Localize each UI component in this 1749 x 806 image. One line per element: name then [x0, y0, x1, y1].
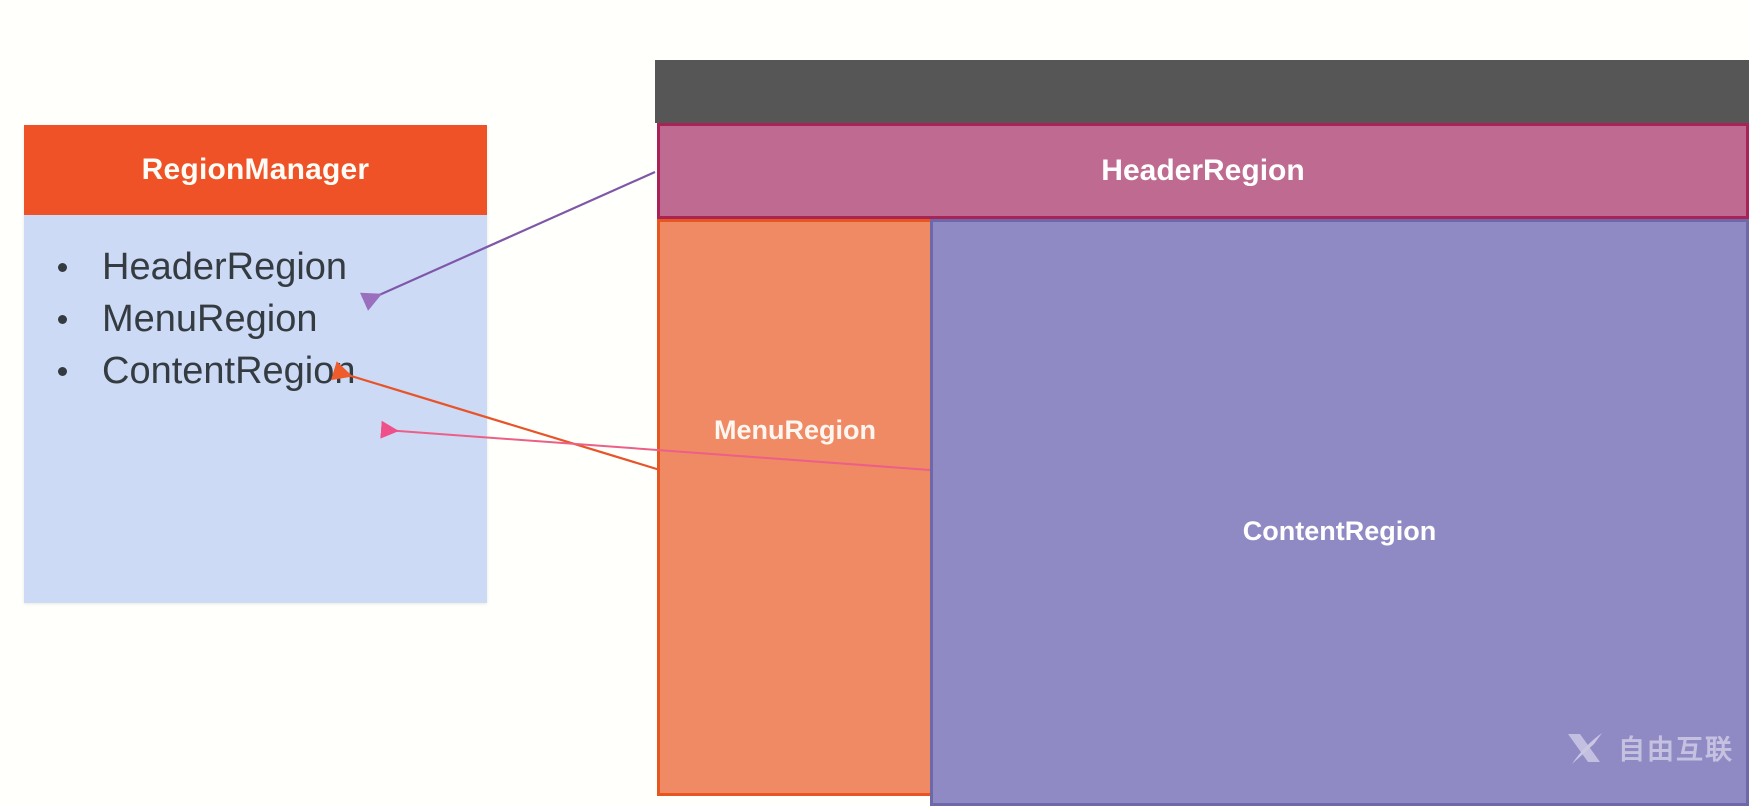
x-logo-icon — [1568, 732, 1602, 764]
region-manager-card: RegionManager HeaderRegion MenuRegion Co… — [24, 125, 487, 603]
list-item-label: MenuRegion — [102, 298, 318, 340]
list-item: HeaderRegion — [24, 241, 487, 293]
mockup-content-region: ContentRegion 自由互联 — [930, 219, 1749, 806]
mockup-header-region: HeaderRegion — [657, 123, 1749, 219]
mockup-titlebar — [655, 60, 1749, 123]
region-list: HeaderRegion MenuRegion ContentRegion — [24, 241, 487, 397]
mockup-menu-region: MenuRegion — [657, 219, 933, 796]
bullet-icon — [58, 262, 67, 272]
mockup-content-region-label: ContentRegion — [1242, 516, 1437, 546]
watermark-text: 自由互联 — [1618, 735, 1734, 765]
region-manager-header: RegionManager — [24, 125, 487, 215]
mockup-header-region-label: HeaderRegion — [1101, 154, 1305, 187]
region-manager-body: HeaderRegion MenuRegion ContentRegion — [24, 215, 487, 603]
watermark: 自由互联 — [1564, 728, 1734, 767]
application-layout-mockup: HeaderRegion MenuRegion ContentRegion 自由… — [655, 60, 1749, 806]
list-item: ContentRegion — [24, 345, 487, 397]
region-manager-title: RegionManager — [141, 153, 370, 186]
list-item-label: ContentRegion — [102, 350, 356, 392]
bullet-icon — [58, 314, 67, 324]
mockup-menu-region-label: MenuRegion — [714, 414, 876, 445]
list-item-label: HeaderRegion — [102, 246, 348, 288]
bullet-icon — [58, 366, 67, 376]
list-item: MenuRegion — [24, 293, 487, 345]
